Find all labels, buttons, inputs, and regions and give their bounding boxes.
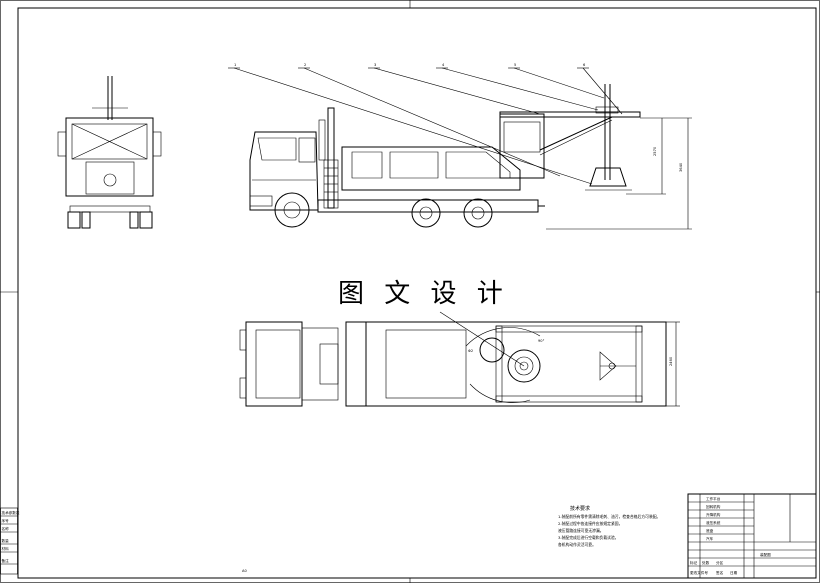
- left-table-3: 名称: [2, 526, 10, 531]
- dim-total-height: 3640: [679, 162, 683, 172]
- note-line-1: 1.装配前所有零件需清除毛刺、油污，检查合格后方可装配。: [558, 514, 660, 519]
- leader-label-4: 4: [442, 63, 445, 67]
- leader-label-2: 2: [304, 63, 306, 67]
- dim-plan-angle: 90°: [538, 339, 545, 343]
- front-wheel: [274, 192, 310, 228]
- side-view: [249, 84, 641, 228]
- row-label-3: 分区: [716, 560, 724, 565]
- side-dimensions: [546, 117, 692, 230]
- part-1: 工作平台: [706, 496, 721, 501]
- row-label-6: 日期: [730, 570, 738, 575]
- dim-bucket-height: 2570: [653, 146, 657, 156]
- row-label-2: 处数: [702, 560, 710, 565]
- part-leaders: [228, 67, 623, 185]
- left-table-5: 材料: [2, 546, 10, 551]
- sheet-mark: A0: [242, 569, 247, 573]
- left-table-4: 数量: [2, 538, 10, 543]
- row-label-1: 标记: [690, 560, 698, 565]
- note-line-3: 液压管路连接可靠无渗漏。: [558, 528, 604, 533]
- part-4: 液压系统: [706, 520, 721, 525]
- leader-label-1: 1: [234, 63, 236, 67]
- leader-label-6: 6: [583, 63, 586, 67]
- part-6: 汽车: [706, 536, 714, 541]
- note-line-5: 各机构动作灵活可靠。: [558, 542, 596, 547]
- left-table-1: 技术参数表: [2, 510, 20, 515]
- plan-view: [239, 311, 680, 407]
- rear-wheel-1: [411, 198, 441, 228]
- note-line-4: 3.装配完成后进行空载和负载试验，: [558, 535, 619, 540]
- part-5: 底盘: [706, 528, 714, 533]
- technical-notes: 技术要求 1.装配前所有零件需清除毛刺、油污，检查合格后方可装配。 2.装配过程…: [558, 505, 660, 547]
- leader-label-3: 3: [374, 63, 376, 67]
- dim-plan-arc: Φ2: [468, 349, 473, 353]
- row-label-5: 签名: [716, 570, 724, 575]
- note-line-2: 2.装配过程中各连接件应按规定紧固，: [558, 521, 622, 526]
- sheet-inner-frame: [17, 7, 817, 579]
- left-table-2: 序号: [2, 518, 10, 523]
- title-block: 工作平台 回转机构 升降机构 液压系统 底盘 汽车 装配图 标记 处数 分区 更…: [687, 493, 817, 579]
- notes-title: 技术要求: [570, 505, 590, 512]
- drawing-name: 装配图: [760, 552, 771, 557]
- leader-label-5: 5: [514, 63, 516, 67]
- dim-plan-width: 2460: [669, 356, 673, 366]
- part-2: 回转机构: [706, 504, 721, 509]
- watermark-text: 图 文 设 计: [338, 279, 509, 309]
- rear-wheel-2: [463, 198, 493, 228]
- left-table-6: 备注: [2, 558, 10, 563]
- front-view: [57, 76, 162, 229]
- row-label-4: 更改文件号: [690, 570, 708, 575]
- left-side-table: 技术参数表 序号 名称 数量 材料 备注: [0, 507, 20, 575]
- part-3: 升降机构: [706, 512, 721, 517]
